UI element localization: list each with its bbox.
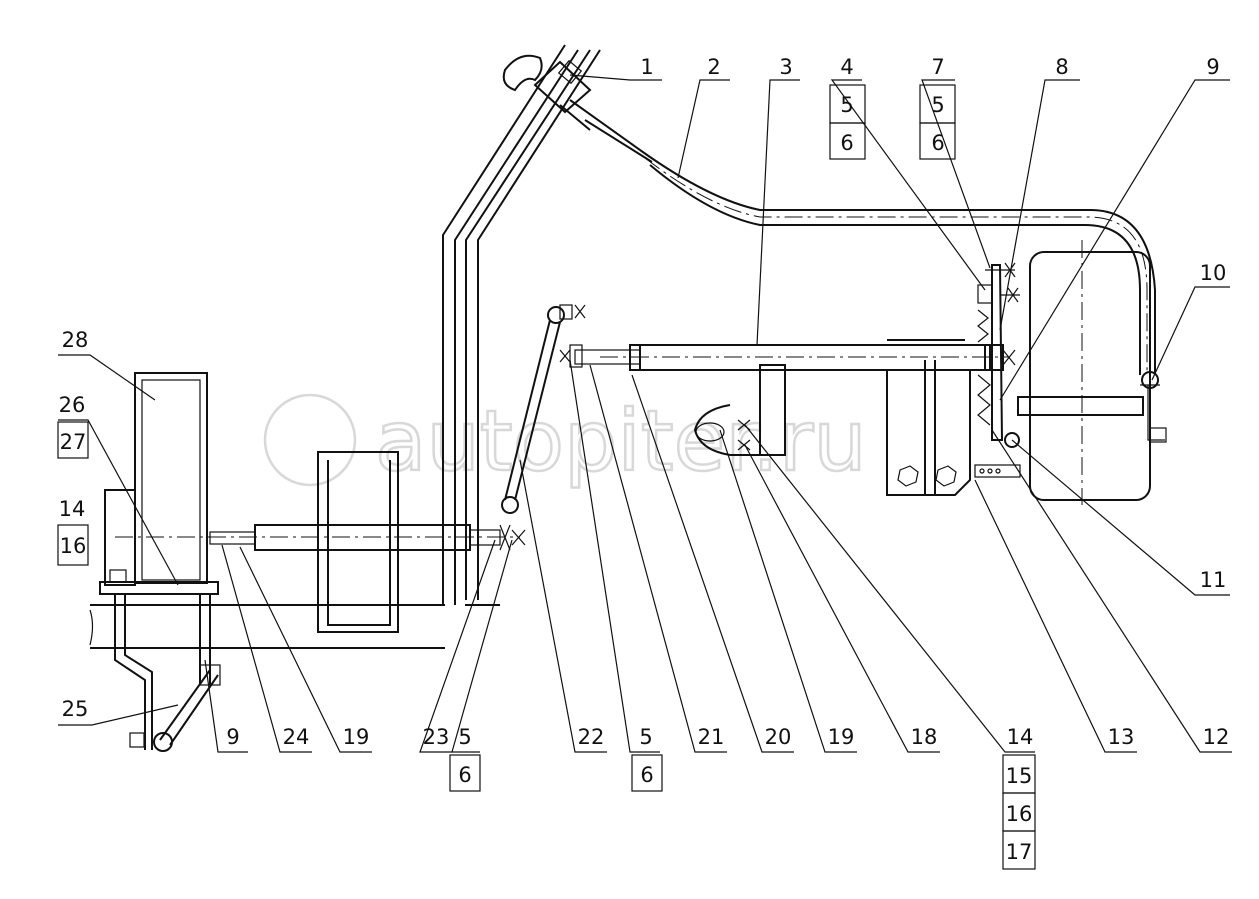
label-19-right: 19 <box>828 725 855 749</box>
gearbox-housing <box>1017 240 1167 505</box>
main-shaft <box>574 344 1016 371</box>
cab-pillar <box>442 44 601 605</box>
label-7: 7 <box>931 55 944 79</box>
label-1: 1 <box>640 55 653 79</box>
left-column <box>99 372 221 752</box>
label-boxes <box>57 84 1036 870</box>
label-13: 13 <box>1108 725 1135 749</box>
spring-lever <box>974 262 1021 478</box>
label-21: 21 <box>698 725 725 749</box>
label-25: 25 <box>62 697 89 721</box>
watermark-text: autopiter.ru <box>375 392 867 490</box>
watermark: autopiter.ru <box>263 391 868 491</box>
label-19-left: 19 <box>343 725 370 749</box>
label-12: 12 <box>1203 725 1230 749</box>
label-9-bottom: 9 <box>226 725 239 749</box>
label-15: 15 <box>1006 764 1033 788</box>
label-16: 16 <box>1006 802 1033 826</box>
label-27: 27 <box>60 430 87 454</box>
label-3: 3 <box>779 55 792 79</box>
label-4: 4 <box>840 55 853 79</box>
middle-mount <box>693 364 786 456</box>
label-22: 22 <box>578 725 605 749</box>
label-14: 14 <box>1007 725 1034 749</box>
label-4-6: 6 <box>840 131 853 155</box>
label-28: 28 <box>62 328 89 352</box>
tie-rod <box>501 304 586 514</box>
label-5-a: 5 <box>458 725 471 749</box>
label-5-b: 5 <box>639 725 652 749</box>
label-18: 18 <box>911 725 938 749</box>
label-6-a: 6 <box>458 763 471 787</box>
leader-lines <box>58 74 1232 753</box>
gear-lever <box>502 54 653 163</box>
label-9-top: 9 <box>1206 55 1219 79</box>
label-10: 10 <box>1200 261 1227 285</box>
label-8: 8 <box>1055 55 1068 79</box>
label-20: 20 <box>765 725 792 749</box>
label-16-left: 16 <box>60 534 87 558</box>
label-2: 2 <box>707 55 720 79</box>
label-6-b: 6 <box>640 763 653 787</box>
label-23: 23 <box>423 725 450 749</box>
label-17: 17 <box>1006 840 1033 864</box>
shaft-bracket <box>886 339 971 496</box>
label-26: 26 <box>59 393 86 417</box>
label-14-left: 14 <box>59 497 86 521</box>
label-11: 11 <box>1200 568 1227 592</box>
label-24: 24 <box>283 725 310 749</box>
label-7-6: 6 <box>931 131 944 155</box>
frame-beam <box>89 604 500 649</box>
label-7-5: 5 <box>931 93 944 117</box>
left-shaft <box>115 451 526 633</box>
part-labels: 1 2 3 4 5 6 7 5 6 8 9 10 11 28 26 27 14 … <box>59 55 1230 864</box>
label-4-5: 5 <box>840 93 853 117</box>
